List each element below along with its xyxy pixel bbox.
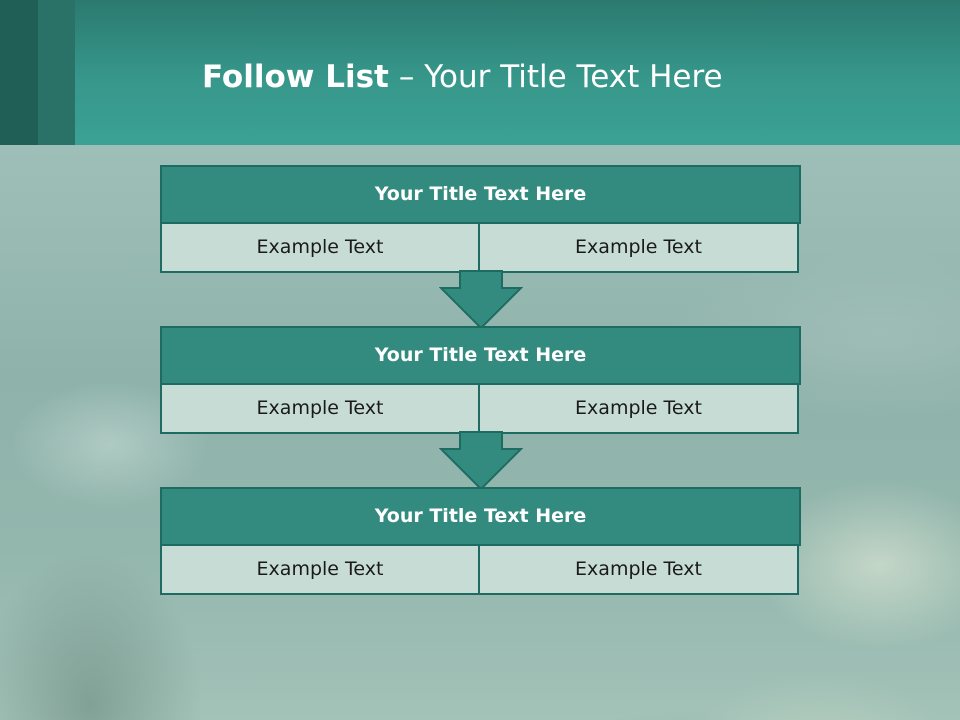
slide-title-rest: Your Title Text Here	[424, 59, 723, 95]
slide-title-separator: –	[398, 59, 415, 95]
step-cell-left: Example Text	[160, 222, 480, 273]
arrow-down-icon	[439, 431, 523, 491]
header-accent-bar-dark	[0, 0, 38, 145]
step-cell-right: Example Text	[480, 383, 799, 434]
step-cell-right: Example Text	[480, 222, 799, 273]
arrow-down-icon	[439, 270, 523, 330]
step-title: Your Title Text Here	[160, 165, 801, 224]
step-cell-left: Example Text	[160, 383, 480, 434]
step-title: Your Title Text Here	[160, 326, 801, 385]
header-accent-bar-mid	[38, 0, 75, 145]
step-block-3: Your Title Text Here Example Text Exampl…	[160, 487, 801, 595]
slide-title-bold: Follow List	[202, 59, 389, 95]
step-cell-left: Example Text	[160, 544, 480, 595]
step-block-1: Your Title Text Here Example Text Exampl…	[160, 165, 801, 273]
header-band: Follow List– Your Title Text Here	[0, 0, 960, 145]
step-title: Your Title Text Here	[160, 487, 801, 546]
step-block-2: Your Title Text Here Example Text Exampl…	[160, 326, 801, 434]
slide-title: Follow List– Your Title Text Here	[202, 56, 723, 98]
step-cell-right: Example Text	[480, 544, 799, 595]
